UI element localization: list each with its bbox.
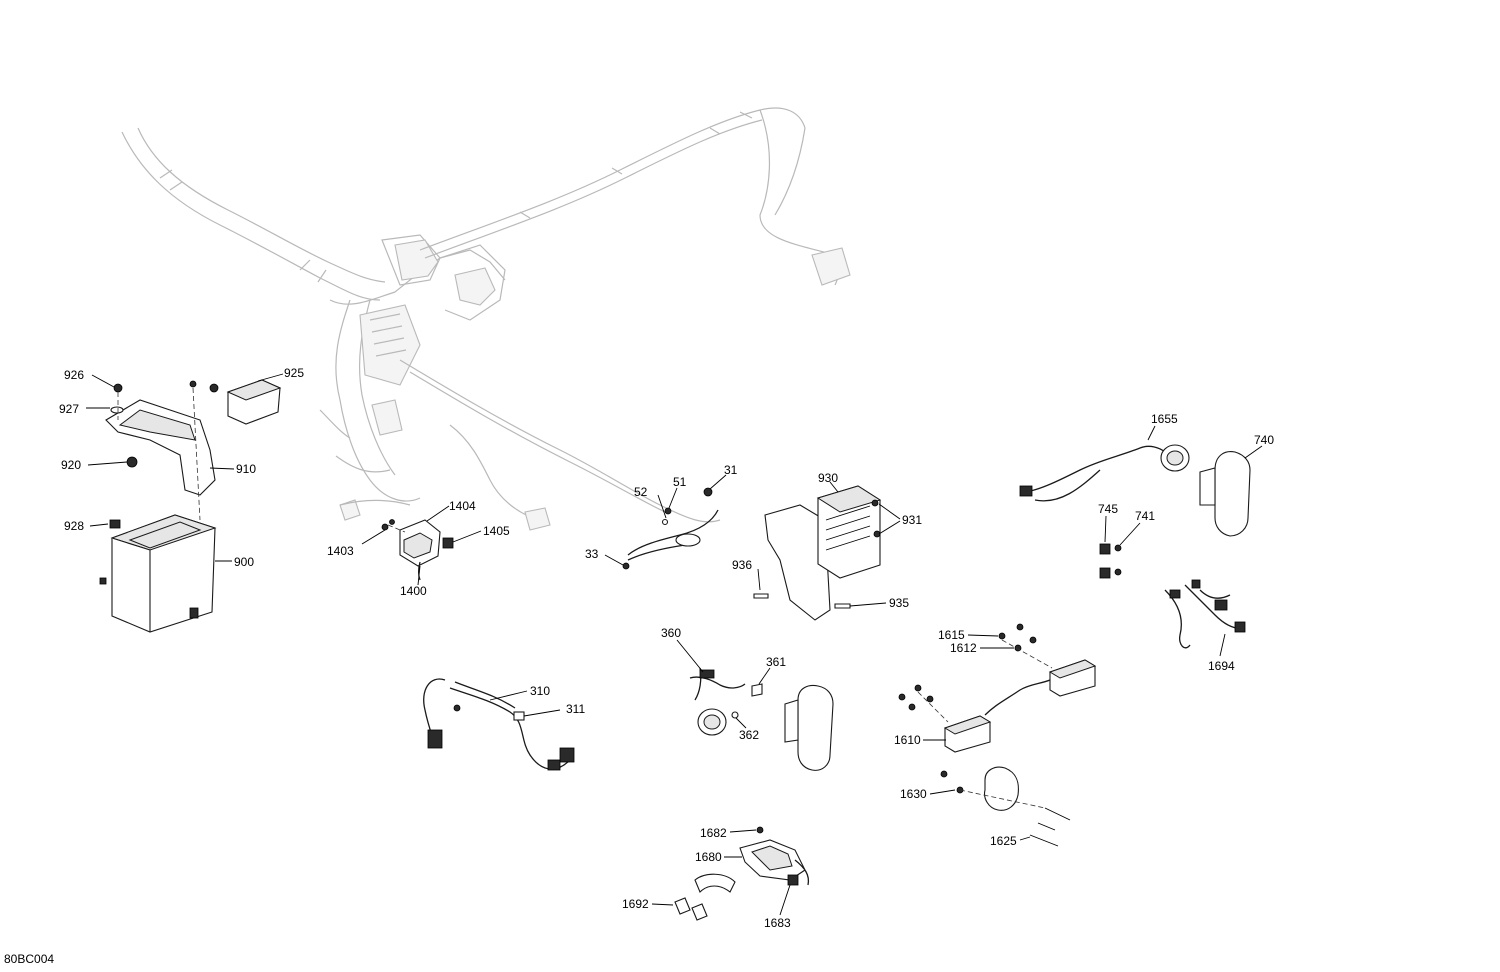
callout-745: 745 <box>1098 502 1118 516</box>
callout-910: 910 <box>236 462 256 476</box>
washer-927 <box>110 406 124 414</box>
fog-light-housing <box>984 766 1019 811</box>
callout-360: 360 <box>661 626 681 640</box>
callout-925: 925 <box>284 366 304 380</box>
callout-900: 900 <box>234 555 254 569</box>
callout-1682: 1682 <box>700 826 727 840</box>
callout-931: 931 <box>902 513 922 527</box>
callout-1694: 1694 <box>1208 659 1235 673</box>
bolt-926 <box>113 383 123 393</box>
callout-1610: 1610 <box>894 733 921 747</box>
light-harness-310 <box>423 678 575 771</box>
starter-solenoid-assembly <box>381 519 454 581</box>
clip-311 <box>513 711 525 721</box>
callout-51: 51 <box>673 475 687 489</box>
callout-936: 936 <box>732 558 752 572</box>
callout-310: 310 <box>530 684 550 698</box>
screw-741 <box>1114 544 1122 552</box>
nut-33 <box>622 562 630 570</box>
center-led-light <box>797 684 834 771</box>
callout-740: 740 <box>1254 433 1274 447</box>
battery-bracket-910 <box>105 399 216 496</box>
callout-1615: 1615 <box>938 628 965 642</box>
screw-1682 <box>756 826 764 834</box>
clamp-half <box>694 873 736 893</box>
nut-1403 <box>381 523 389 531</box>
nut-920 <box>126 456 138 468</box>
callout-935: 935 <box>889 596 909 610</box>
terminal-1405 <box>442 537 454 549</box>
callout-31: 31 <box>724 463 738 477</box>
callout-1625: 1625 <box>990 834 1017 848</box>
ground-cable-assembly <box>622 487 719 570</box>
callout-labels: 926 927 925 920 910 928 900 1404 1405 14… <box>59 366 1274 930</box>
washer-52 <box>661 518 669 526</box>
callout-361: 361 <box>766 655 786 669</box>
callout-1630: 1630 <box>900 787 927 801</box>
connector-745 <box>1099 543 1111 555</box>
callout-311: 311 <box>566 702 585 716</box>
screw-936 <box>753 593 769 599</box>
callout-1612: 1612 <box>950 641 977 655</box>
connector-1683 <box>787 874 799 886</box>
callout-1405: 1405 <box>483 524 510 538</box>
callout-1404: 1404 <box>449 499 476 513</box>
ecm-assembly <box>753 485 882 621</box>
ecm-bracket-935 <box>764 504 831 621</box>
bolt-1615 <box>998 632 1006 640</box>
callout-930: 930 <box>818 471 838 485</box>
leader-lines <box>86 373 1263 916</box>
callout-741: 741 <box>1135 509 1155 523</box>
lower-lights-assembly <box>898 623 1097 847</box>
callout-1400: 1400 <box>400 584 427 598</box>
right-light-assembly <box>1019 444 1251 579</box>
battery-assembly <box>99 379 282 633</box>
callout-33: 33 <box>585 547 599 561</box>
callout-1692: 1692 <box>622 897 649 911</box>
clip-928 <box>109 519 121 529</box>
callout-926: 926 <box>64 368 84 382</box>
callout-1683: 1683 <box>764 916 791 930</box>
washer-362 <box>731 711 739 719</box>
center-light-assembly <box>689 667 834 771</box>
bolt-51 <box>664 507 672 515</box>
nut-931-upper <box>871 499 879 507</box>
callout-1403: 1403 <box>327 544 354 558</box>
callout-928: 928 <box>64 519 84 533</box>
switch-harness-1694 <box>1164 579 1246 649</box>
ghost-frame-and-harness <box>121 107 851 531</box>
led-light-740 <box>1214 451 1251 537</box>
callout-927: 927 <box>59 402 79 416</box>
switch-assembly-1680 <box>674 826 810 921</box>
bolt-31 <box>703 487 713 497</box>
screw-1692 <box>674 897 691 915</box>
callout-362: 362 <box>739 728 759 742</box>
diagram-reference-code: 80BC004 <box>4 952 54 966</box>
nut-931-lower <box>873 530 881 538</box>
callout-920: 920 <box>61 458 81 472</box>
callout-52: 52 <box>634 485 648 499</box>
screw-361 <box>751 683 763 697</box>
callout-1655: 1655 <box>1151 412 1178 426</box>
callout-1680: 1680 <box>695 850 722 864</box>
